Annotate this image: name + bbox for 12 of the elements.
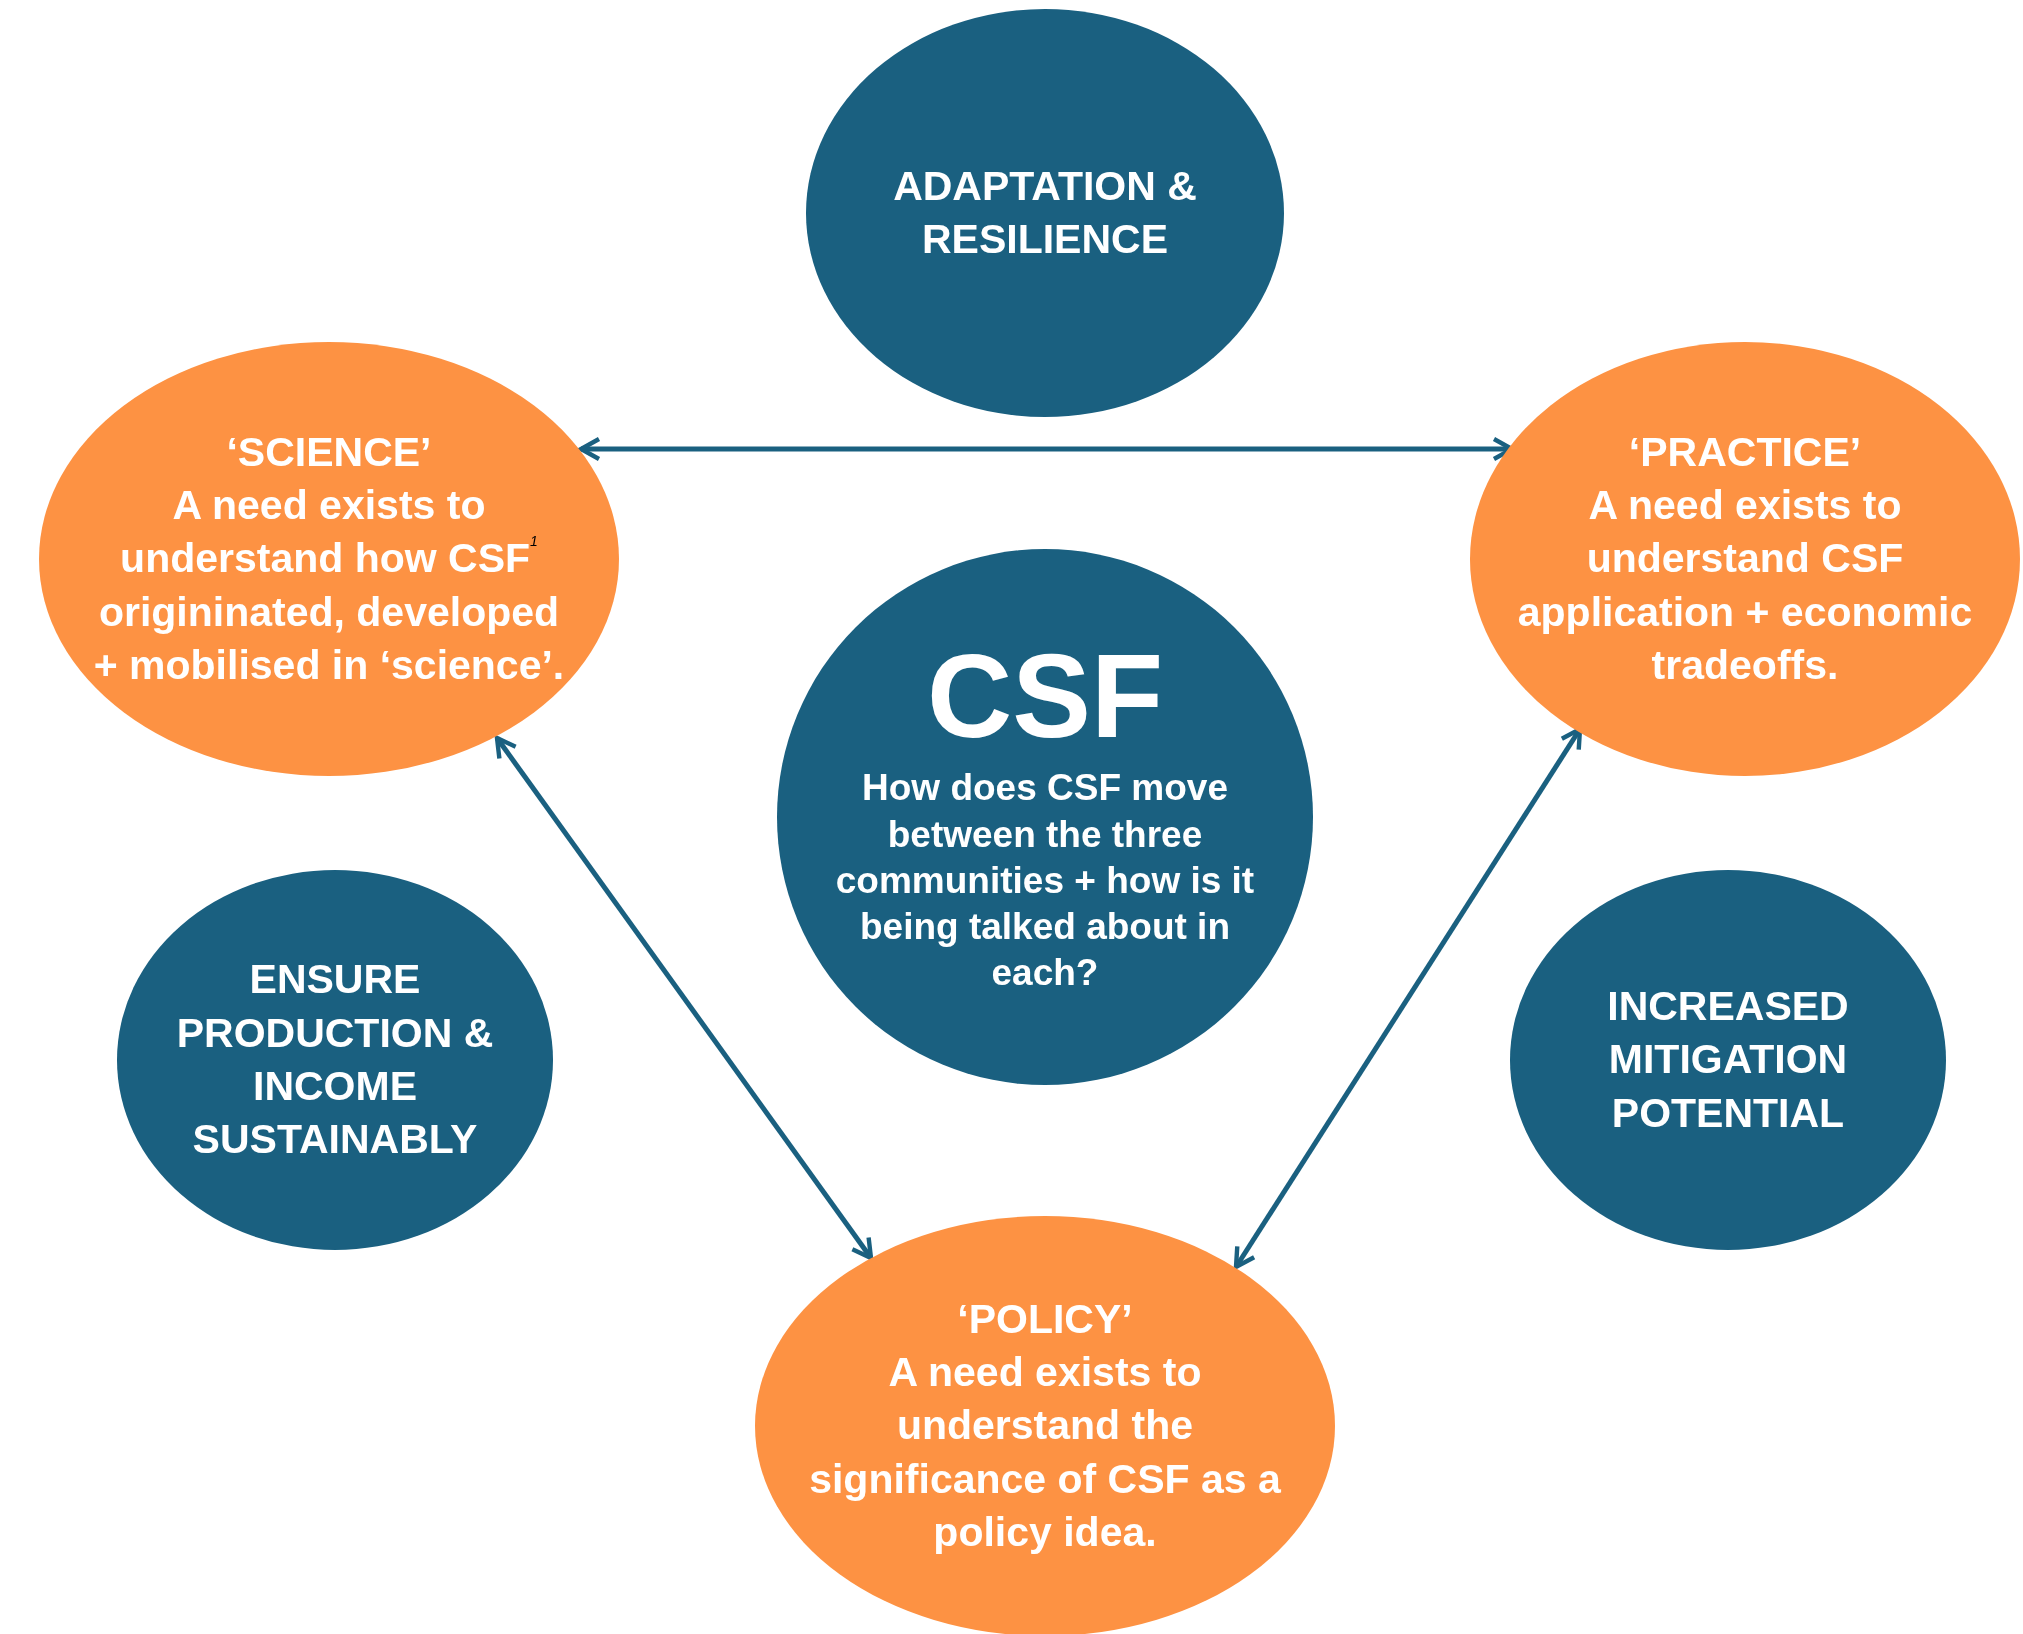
node-heading: ‘POLICY’ — [957, 1294, 1133, 1344]
node-text: ADAPTATION & RESILIENCE — [892, 161, 1198, 264]
node-heading: ‘PRACTICE’ — [1628, 427, 1862, 477]
node-heading: CSF — [927, 637, 1163, 756]
node-text: INCREASED MITIGATION POTENTIAL — [1606, 982, 1850, 1138]
node-text: A need exists to understand CSF application + economic tradeoffs. — [1516, 481, 1974, 690]
node-text: A need exists to understand how CSF$^{1}$ origininated, developed + mobilised in ‘science’. — [92, 481, 566, 690]
double-arrow — [494, 735, 874, 1261]
node-text: ENSURE PRODUCTION & INCOME SUSTAINABLY — [175, 955, 495, 1165]
node-text: A need exists to understand the significance of CSF as a policy idea. — [808, 1348, 1282, 1557]
node-heading: ‘SCIENCE’ — [226, 427, 432, 477]
node-text: How does CSF move between the three communities + how is it being talked about in each? — [834, 766, 1256, 996]
